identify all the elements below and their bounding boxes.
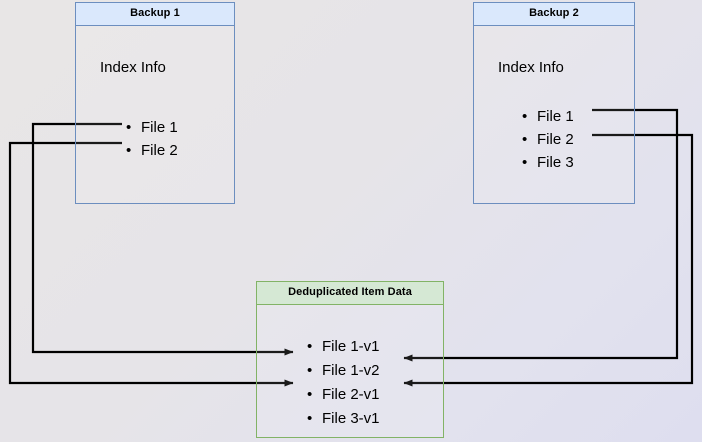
list-item[interactable]: File 1-v2: [307, 359, 380, 383]
list-item[interactable]: File 2: [126, 139, 178, 162]
backup-1-title: Backup 1: [76, 3, 234, 26]
backup-1-file-list: File 1 File 2: [126, 116, 178, 162]
deduplicated-item-data-title: Deduplicated Item Data: [257, 282, 443, 305]
list-item[interactable]: File 3: [522, 151, 574, 174]
backup-1-index-label: Index Info: [100, 59, 166, 76]
list-item[interactable]: File 1: [522, 105, 574, 128]
backup-2-box[interactable]: Backup 2 Index Info File 1 File 2 File 3: [473, 2, 635, 204]
list-item[interactable]: File 3-v1: [307, 407, 380, 431]
deduplicated-item-list: File 1-v1 File 1-v2 File 2-v1 File 3-v1: [307, 335, 380, 431]
backup-2-title: Backup 2: [474, 3, 634, 26]
list-item[interactable]: File 2: [522, 128, 574, 151]
list-item[interactable]: File 1: [126, 116, 178, 139]
backup-1-box[interactable]: Backup 1 Index Info File 1 File 2: [75, 2, 235, 204]
list-item[interactable]: File 1-v1: [307, 335, 380, 359]
deduplicated-item-data-box[interactable]: Deduplicated Item Data File 1-v1 File 1-…: [256, 281, 444, 438]
list-item[interactable]: File 2-v1: [307, 383, 380, 407]
backup-2-index-label: Index Info: [498, 59, 564, 76]
backup-2-body: Index Info File 1 File 2 File 3: [474, 26, 634, 203]
backup-1-body: Index Info File 1 File 2: [76, 26, 234, 203]
deduplicated-item-data-body: File 1-v1 File 1-v2 File 2-v1 File 3-v1: [257, 305, 443, 437]
backup-2-file-list: File 1 File 2 File 3: [522, 105, 574, 174]
